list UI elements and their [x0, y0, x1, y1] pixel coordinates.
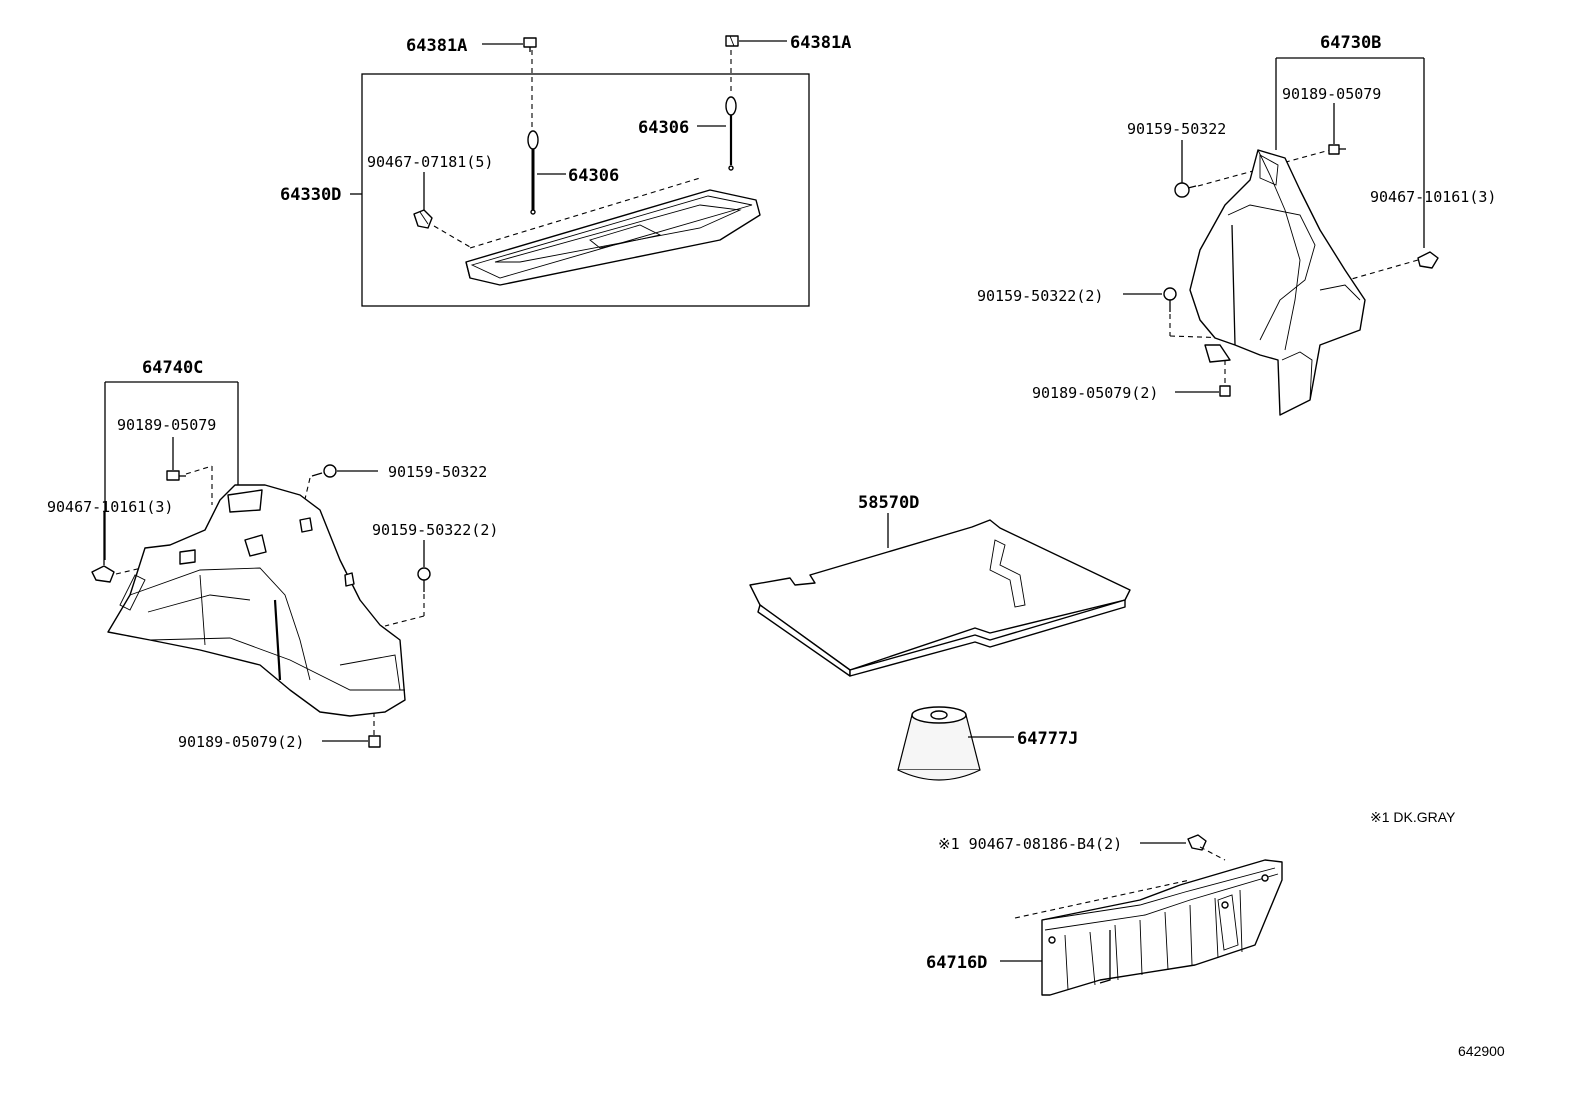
- spacer-group: [897, 706, 1014, 781]
- scuff-plate-group: [1000, 834, 1283, 996]
- clip-right-trim-icon: [1417, 251, 1439, 269]
- screw-left-icon: [311, 464, 337, 478]
- left-quarter-trim-icon: [107, 484, 406, 717]
- note-dk-gray: ※1 DK.GRAY: [1370, 809, 1456, 825]
- screw-icon: [1174, 182, 1197, 198]
- pin-left-lower-icon: [368, 735, 381, 748]
- label-64330d: 64330D: [280, 185, 341, 205]
- pin-left-icon: [166, 470, 186, 481]
- scuff-plate-icon: [1041, 859, 1283, 996]
- label-90189-05079-l1: 90189-05079: [117, 416, 216, 434]
- label-90159-50322-r2: 90159-50322(2): [977, 287, 1103, 305]
- label-90189-05079-l2: 90189-05079(2): [178, 733, 304, 751]
- label-90159-50322-l1: 90159-50322: [388, 463, 487, 481]
- pin-icon: [1328, 144, 1346, 155]
- left-trim-group: [91, 381, 431, 748]
- package-tray-frame: [361, 73, 810, 307]
- package-tray-icon: [465, 177, 761, 286]
- clip-scuff-icon: [1187, 834, 1207, 851]
- clip-left-trim-icon: [91, 565, 115, 583]
- spacer-icon: [897, 706, 981, 781]
- label-90159-50322-l2: 90159-50322(2): [372, 521, 498, 539]
- pin-lower-icon: [1219, 385, 1231, 397]
- clip-left-icon: [523, 37, 537, 52]
- screw-left-lower-icon: [417, 567, 431, 592]
- label-64306-right: 64306: [638, 118, 689, 138]
- label-64381a-left: 64381A: [406, 36, 467, 56]
- floor-board-icon: [749, 519, 1131, 677]
- floor-board-group: [749, 513, 1131, 677]
- label-64306-left: 64306: [568, 166, 619, 186]
- package-tray-group: [350, 35, 810, 307]
- clip-right-icon: [725, 35, 739, 47]
- label-90467-10161-r: 90467-10161(3): [1370, 188, 1496, 206]
- right-quarter-trim-icon: [1189, 149, 1366, 416]
- strap-right-icon: [725, 96, 737, 171]
- label-90189-05079-r1: 90189-05079: [1282, 85, 1381, 103]
- right-trim-group: [1123, 57, 1439, 416]
- label-90159-50322-r1: 90159-50322: [1127, 120, 1226, 138]
- label-64730b: 64730B: [1320, 33, 1381, 53]
- figure-code: 642900: [1458, 1043, 1505, 1059]
- label-64777j: 64777J: [1017, 729, 1078, 749]
- label-90467-10161-l: 90467-10161(3): [47, 498, 173, 516]
- screw-lower-icon: [1163, 287, 1177, 312]
- label-90189-05079-r2: 90189-05079(2): [1032, 384, 1158, 402]
- strap-left-icon: [527, 130, 539, 215]
- label-64716d: 64716D: [926, 953, 987, 973]
- label-64381a-right: 64381A: [790, 33, 851, 53]
- label-90467-08186: ※1 90467-08186-B4(2): [938, 835, 1122, 853]
- fastener-clip-icon: [413, 209, 433, 229]
- label-64740c: 64740C: [142, 358, 203, 378]
- label-58570d: 58570D: [858, 493, 919, 513]
- label-90467-07181: 90467-07181(5): [367, 153, 493, 171]
